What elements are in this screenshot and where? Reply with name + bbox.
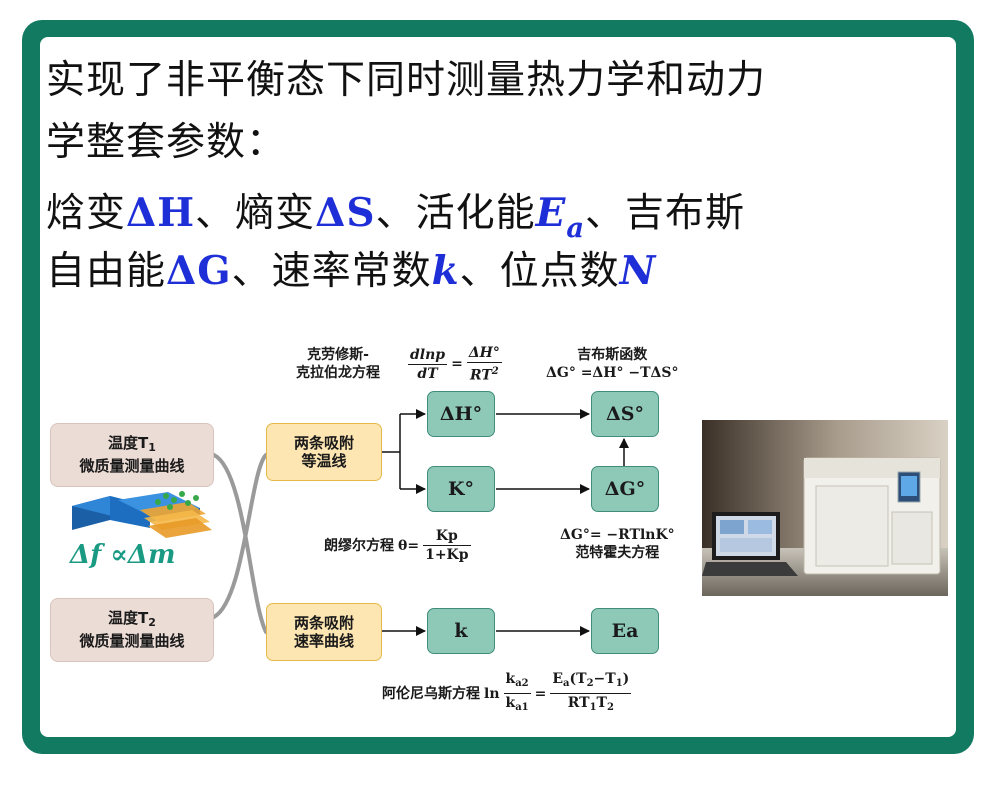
rate-curves-box: 两条吸附速率曲线	[266, 603, 382, 661]
equilibrium-constant-box: K°	[427, 466, 495, 512]
instrument-photo	[702, 420, 948, 596]
entropy-symbol: ΔS	[315, 190, 376, 236]
param-arrows	[382, 409, 629, 636]
activation-energy-symbol: Ea	[535, 190, 586, 244]
cantilever-sensor-icon	[72, 491, 212, 538]
clausius-clapeyron-name: 克劳修斯-克拉伯龙方程	[296, 347, 380, 381]
gibbs-energy-box: ΔG°	[591, 466, 659, 512]
arrhenius-equation: 阿伦尼乌斯方程 ln ka2 ka1 = Ea(T2−T1) RT1T2	[382, 671, 632, 713]
vant-hoff-label: ΔG°= −RTlnK°范特霍夫方程	[560, 527, 675, 561]
isotherm-branch-lines	[382, 409, 426, 494]
enthalpy-box: ΔH°	[427, 391, 495, 437]
enthalpy-symbol: ΔH	[126, 190, 196, 236]
headline-line-4: 自由能ΔG、速率常数k、位点数N	[46, 248, 657, 294]
entropy-box: ΔS°	[591, 391, 659, 437]
isotherm-curves-box: 两条吸附等温线	[266, 423, 382, 481]
crossing-connectors	[212, 453, 268, 634]
site-number-symbol: N	[619, 248, 657, 294]
rate-constant-box: k	[427, 608, 495, 654]
headline-line-1: 实现了非平衡态下同时测量热力学和动力	[46, 58, 767, 103]
headline-line-3: 焓变ΔH、熵变ΔS、活化能Ea、吉布斯	[46, 190, 746, 244]
activation-energy-box: Ea	[591, 608, 659, 654]
gibbs-symbol: ΔG	[166, 248, 232, 294]
rate-constant-symbol: k	[431, 248, 460, 294]
headline-line-2: 学整套参数：	[46, 120, 287, 165]
sensor-formula: Δf ∝Δm	[70, 540, 176, 570]
